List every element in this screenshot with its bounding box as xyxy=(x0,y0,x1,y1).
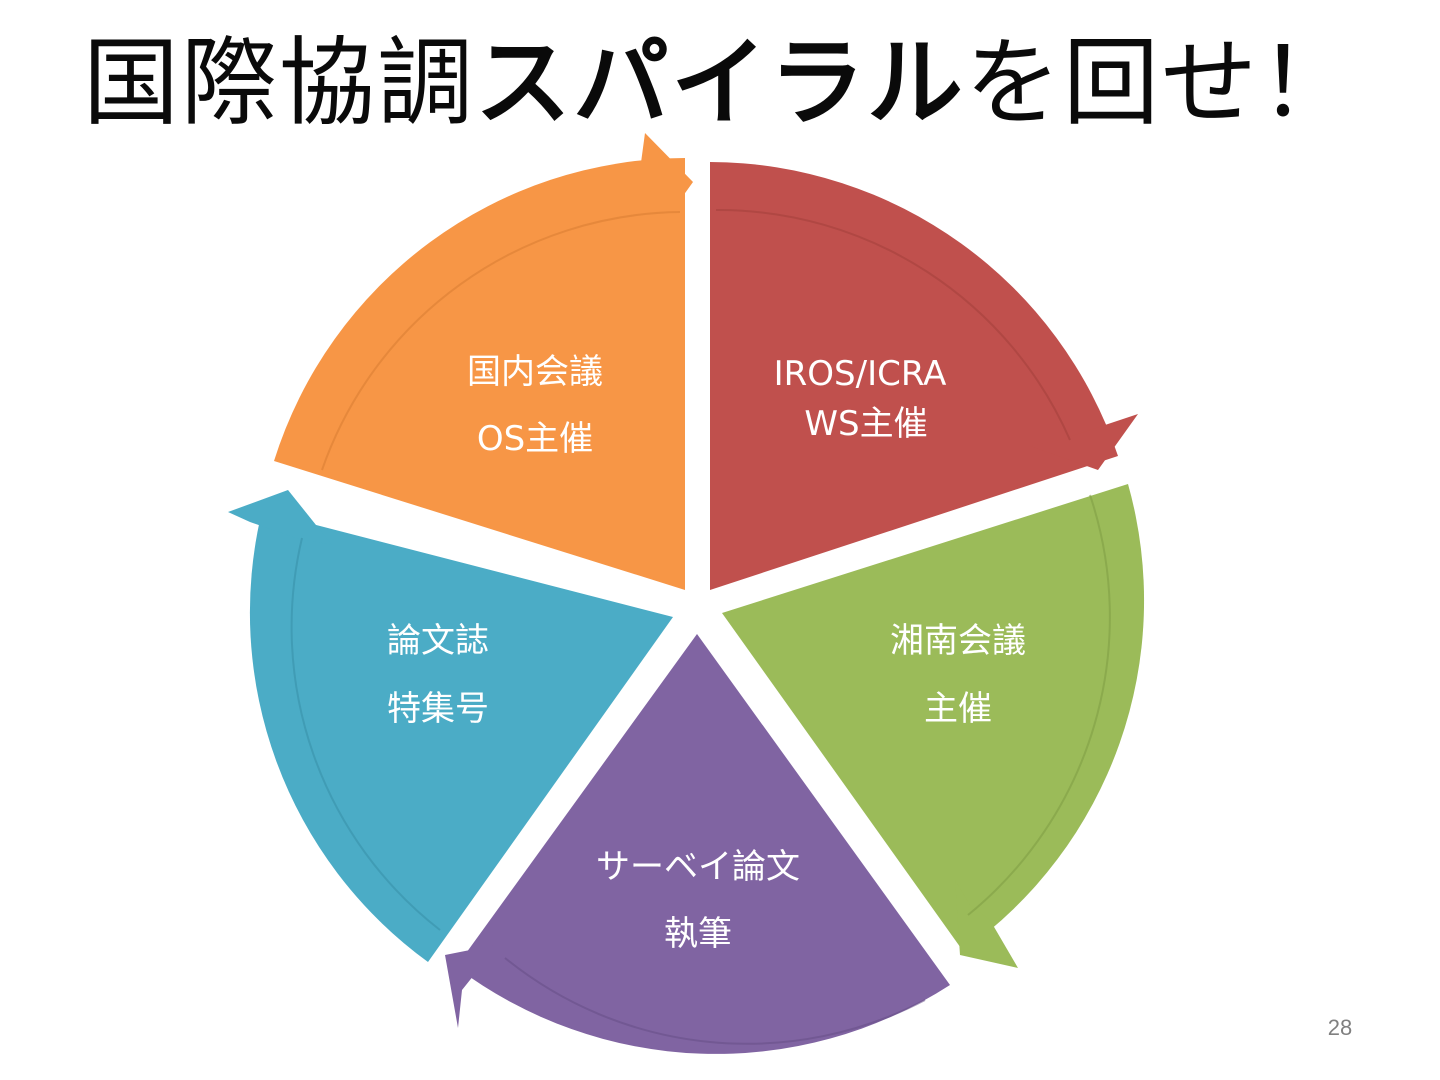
segment-survey-paper: サーベイ論文 執筆 xyxy=(445,634,950,1054)
segment-shonan-meeting: 湘南会議 主催 xyxy=(722,484,1145,968)
title-prefix: 国際協調 xyxy=(83,27,475,139)
segment-iros-icra: IROS/ICRA WS主催 xyxy=(710,162,1138,590)
segment-survey-arrow-icon xyxy=(445,940,520,1028)
page-number: 28 xyxy=(1327,1015,1353,1040)
title-suffix: を回せ！ xyxy=(965,27,1357,139)
segment-shonan-arc-line xyxy=(967,494,1111,916)
segment-domestic-wedge xyxy=(274,158,685,590)
segment-journal-arrow-icon xyxy=(228,490,332,545)
segment-iros-line1: IROS/ICRA xyxy=(774,354,947,394)
segment-survey-arc-line xyxy=(504,957,926,1045)
segment-shonan-wedge xyxy=(722,484,1145,951)
segment-shonan-arrow-icon xyxy=(955,880,1018,968)
title-emphasis: スパイラル xyxy=(475,27,965,139)
segment-iros-line2: WS主催 xyxy=(804,404,927,444)
segment-domestic-conference: 国内会議 OS主催 xyxy=(274,133,693,590)
segment-iros-wedge xyxy=(710,162,1118,590)
segment-survey-wedge xyxy=(456,634,950,1054)
segment-shonan-line2: 主催 xyxy=(924,689,992,729)
segment-survey-line2: 執筆 xyxy=(664,914,732,954)
segment-domestic-line1: 国内会議 xyxy=(467,352,603,392)
segment-journal-line2: 特集号 xyxy=(387,689,489,729)
segment-journal-special-issue: 論文誌 特集号 xyxy=(228,490,673,962)
segment-journal-wedge xyxy=(249,511,673,962)
segment-iros-arc-line xyxy=(715,208,1071,441)
segment-journal-line1: 論文誌 xyxy=(387,621,489,661)
segment-iros-arrow-icon xyxy=(1030,414,1138,470)
segment-domestic-line2: OS主催 xyxy=(477,419,593,459)
segment-domestic-arc-line xyxy=(321,211,681,471)
segment-journal-arc-line xyxy=(290,537,441,931)
segment-survey-line1: サーベイ論文 xyxy=(596,847,800,887)
segment-domestic-arrow-icon xyxy=(640,133,693,242)
segment-shonan-line1: 湘南会議 xyxy=(890,621,1026,661)
slide-title: 国際協調スパイラルを回せ！ xyxy=(0,28,1440,138)
